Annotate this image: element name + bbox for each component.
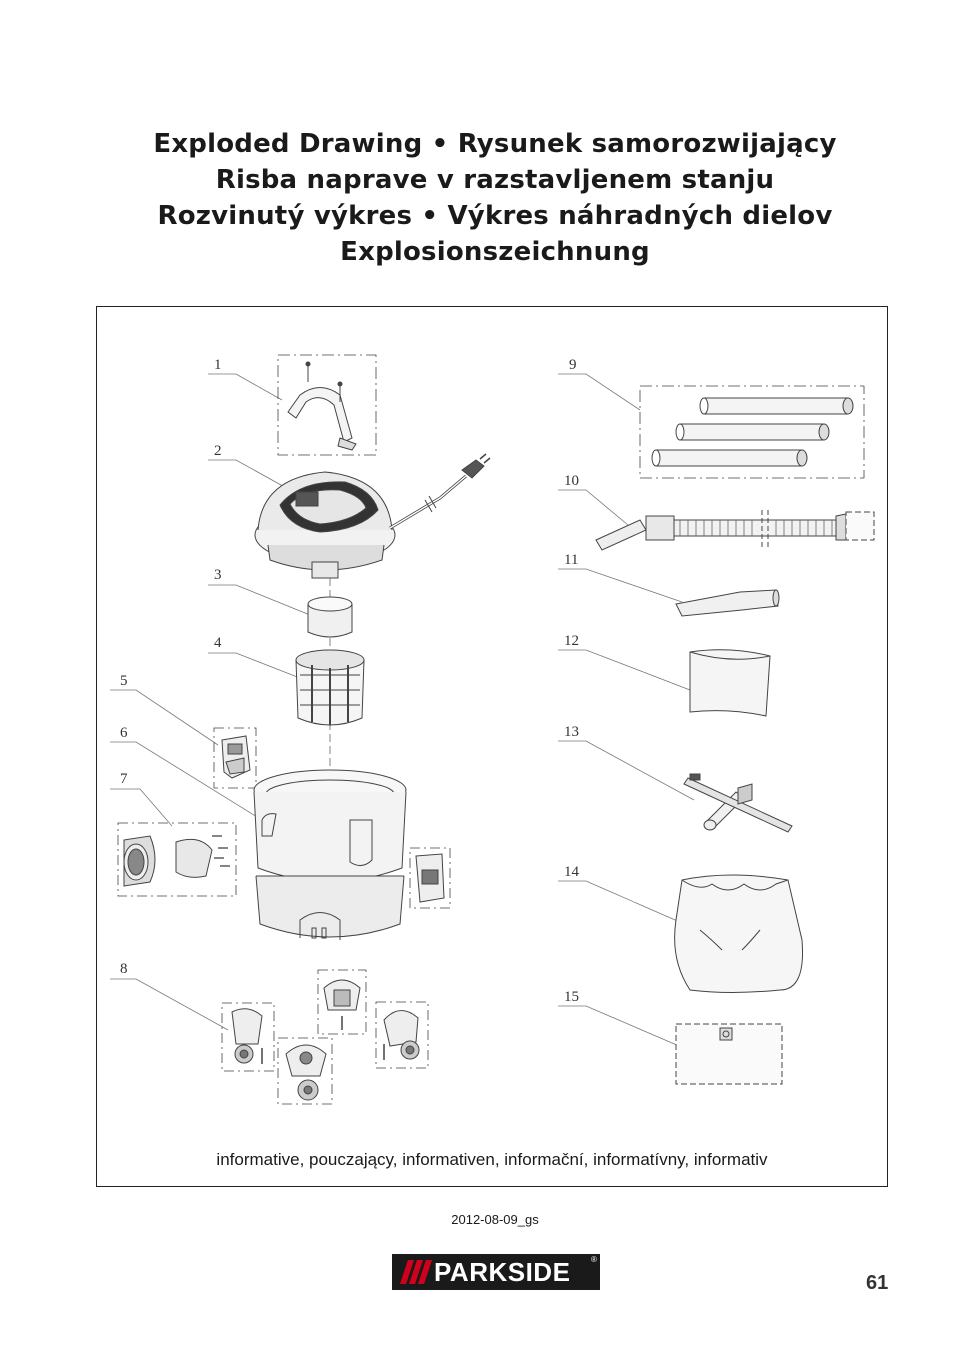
part-handle bbox=[277, 354, 377, 456]
parkside-logo: PARKSIDE ® bbox=[392, 1254, 600, 1290]
caption-informative: informative, pouczający, informativen, i… bbox=[216, 1150, 768, 1169]
title-line: Rozvinutý výkres • Výkres náhradných die… bbox=[157, 201, 833, 231]
part-number-5: 5 bbox=[120, 673, 128, 689]
part-cloth-bag bbox=[674, 874, 804, 993]
part-paper-bag bbox=[675, 1023, 783, 1085]
part-floor-nozzle bbox=[683, 773, 793, 833]
part-number-8: 8 bbox=[120, 961, 128, 977]
exploded-drawing-frame bbox=[96, 306, 888, 1187]
part-number-12: 12 bbox=[564, 633, 579, 649]
part-number-7: 7 bbox=[120, 771, 128, 787]
brand-name: PARKSIDE bbox=[434, 1257, 571, 1287]
footer-date-code: 2012-08-09_gs bbox=[451, 1212, 539, 1227]
part-number-2: 2 bbox=[214, 443, 222, 459]
page-title: Exploded Drawing • Rysunek samorozwijają… bbox=[0, 126, 954, 270]
part-motor-head bbox=[254, 453, 491, 579]
part-castors bbox=[221, 969, 429, 1105]
part-foam-sleeve bbox=[689, 649, 771, 717]
part-tank bbox=[253, 769, 407, 940]
part-number-4: 4 bbox=[214, 635, 222, 651]
part-number-6: 6 bbox=[120, 725, 128, 741]
part-side-latch bbox=[409, 847, 451, 909]
part-crevice-nozzle bbox=[675, 589, 780, 617]
part-number-14: 14 bbox=[564, 864, 580, 880]
part-labels: 1 2 3 4 5 6 7 8 9 10 11 12 13 14 15 bbox=[120, 357, 580, 1005]
part-filter-cage bbox=[295, 649, 365, 726]
title-line: Explosionszeichnung bbox=[340, 237, 650, 267]
part-number-1: 1 bbox=[214, 357, 222, 373]
part-number-10: 10 bbox=[564, 473, 579, 489]
part-number-9: 9 bbox=[569, 357, 577, 373]
registered-mark: ® bbox=[591, 1255, 597, 1264]
part-number-3: 3 bbox=[214, 567, 222, 583]
part-number-13: 13 bbox=[564, 724, 579, 740]
part-foam-filter bbox=[307, 596, 353, 638]
title-line: Exploded Drawing • Rysunek samorozwijają… bbox=[153, 129, 837, 159]
part-extension-tubes bbox=[639, 385, 865, 479]
part-inlet bbox=[117, 822, 237, 897]
slashes-icon bbox=[400, 1260, 432, 1284]
leader-lines bbox=[110, 373, 701, 1056]
part-number-15: 15 bbox=[564, 989, 579, 1005]
part-number-11: 11 bbox=[564, 552, 578, 568]
title-line: Risba naprave v razstavljenem stanju bbox=[215, 165, 775, 195]
part-hose bbox=[595, 510, 875, 551]
part-latch bbox=[213, 727, 257, 789]
page-number: 61 bbox=[866, 1272, 889, 1294]
